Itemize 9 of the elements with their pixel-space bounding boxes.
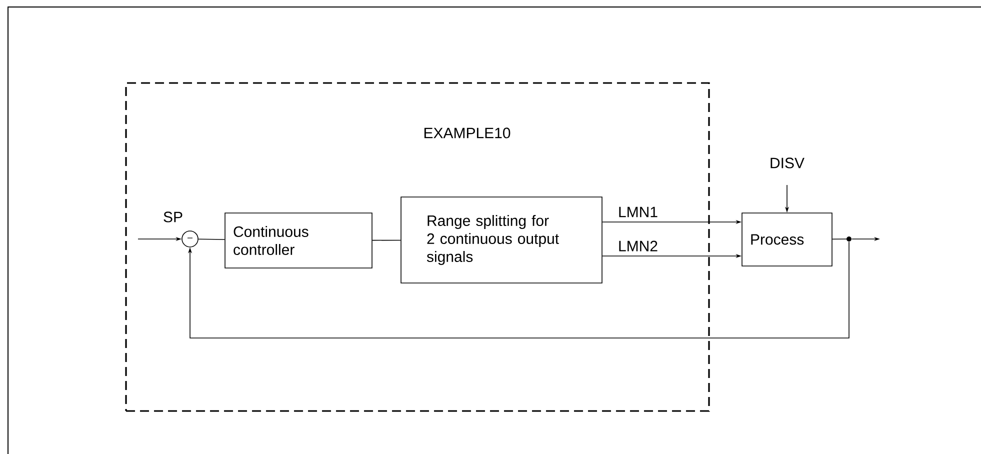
edge-label: SP xyxy=(164,212,182,222)
process-box: Process xyxy=(742,212,832,266)
edge-label: LMN2 xyxy=(619,240,658,252)
edge-label: LMN1 xyxy=(619,206,658,218)
process-box: Continuous controller xyxy=(224,212,372,268)
process-box: Range splitting for 2 continuous output signals xyxy=(400,196,602,284)
arrow xyxy=(188,242,850,338)
edge-label: DISV xyxy=(770,158,804,168)
summing-junction: – xyxy=(182,230,198,248)
